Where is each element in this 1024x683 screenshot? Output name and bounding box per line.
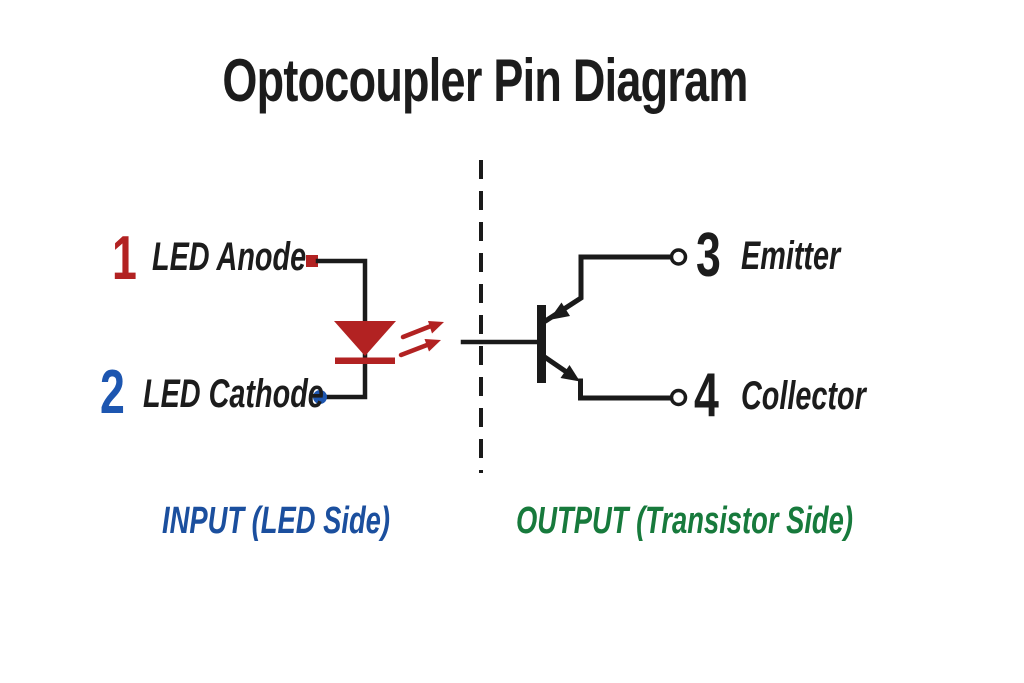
led-input-circuit <box>306 255 396 404</box>
pin4-label: Collector <box>741 374 866 418</box>
collector-wire <box>578 378 674 401</box>
input-section-label: INPUT (LED Side) <box>162 500 391 542</box>
pin2-label: LED Cathode <box>143 372 324 416</box>
cathode-wire <box>324 349 368 400</box>
square-pin-icon <box>306 255 318 267</box>
collector-arrow-head <box>560 365 580 382</box>
led-cathode-bar <box>335 357 395 364</box>
pin3-number: 3 <box>696 221 721 290</box>
open-circle-terminal-icon <box>669 388 688 407</box>
anode-wire <box>315 258 368 324</box>
dot-pin-icon <box>313 390 327 404</box>
led-diode-icon <box>334 321 396 364</box>
pin4-number: 4 <box>694 361 719 430</box>
emitter-arrow-head <box>549 302 570 320</box>
open-circle-terminal-icon <box>669 248 688 266</box>
light-arrows-icon <box>398 321 444 358</box>
output-section-label: OUTPUT (Transistor Side) <box>516 500 853 542</box>
light-arrow-shaft <box>400 323 434 340</box>
light-arrow-head <box>428 321 444 334</box>
led-triangle <box>334 321 396 356</box>
transistor-base-bar <box>537 305 546 383</box>
pin3-label: Emitter <box>741 234 841 278</box>
collector-diagonal <box>542 354 572 377</box>
diagram-title: Optocoupler Pin Diagram <box>222 47 748 114</box>
light-arrow-shaft <box>398 342 430 358</box>
pin1-number: 1 <box>112 224 137 293</box>
phototransistor-icon <box>460 248 688 407</box>
pin1-label: LED Anode <box>152 235 307 279</box>
light-arrow-head <box>424 339 441 352</box>
pin2-number: 2 <box>100 358 125 427</box>
